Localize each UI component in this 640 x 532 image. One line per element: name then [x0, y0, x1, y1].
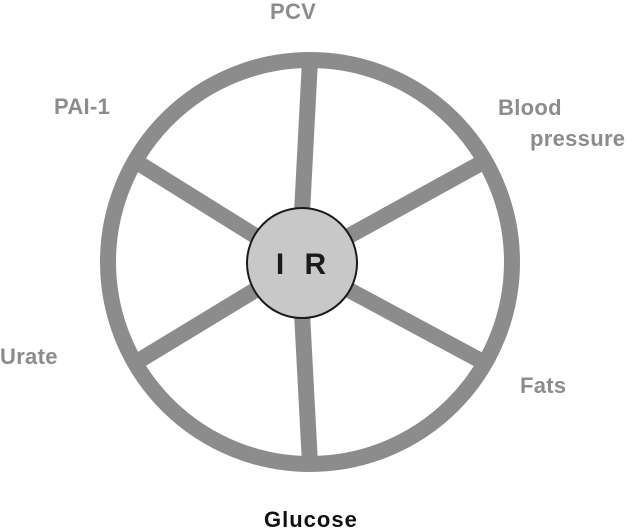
label-blood-pressure-line1: Blood — [498, 95, 562, 120]
label-glucose: Glucose — [264, 507, 358, 532]
spoke-pai-1 — [130, 154, 263, 245]
spoke-glucose — [294, 312, 318, 465]
spokes-group — [130, 59, 489, 465]
spoke-urate — [130, 281, 263, 370]
spoke-blood-pressure — [341, 153, 489, 246]
spoke-fats — [341, 280, 489, 371]
spoke-pcv — [294, 59, 318, 214]
label-urate: Urate — [0, 344, 58, 369]
label-blood-pressure-line2: pressure — [530, 126, 626, 151]
wheel-rim — [100, 52, 520, 472]
hub-circle — [246, 207, 358, 319]
label-pcv: PCV — [270, 0, 317, 24]
label-pai-1: PAI-1 — [54, 94, 111, 119]
hub-label: I R — [276, 248, 332, 281]
label-fats: Fats — [520, 373, 567, 398]
